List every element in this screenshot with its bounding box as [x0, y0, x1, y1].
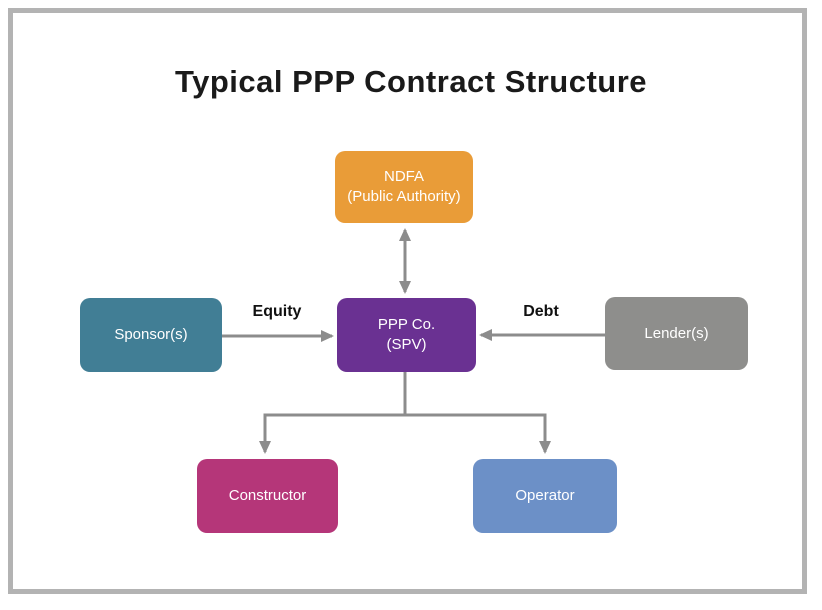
node-lender: Lender(s): [605, 297, 748, 370]
node-ppp-line1: PPP Co.: [377, 316, 436, 333]
node-ndfa-line1: NDFA: [383, 168, 424, 185]
node-lender-label: Lender(s): [644, 324, 709, 342]
node-operator-label: Operator: [515, 487, 575, 504]
node-operator: Operator: [473, 459, 617, 533]
debt-edge-label: Debt: [523, 303, 559, 320]
outer-border-frame: [8, 8, 807, 594]
diagram-title: Typical PPP Contract Structure: [174, 64, 648, 99]
node-sponsor-label: Sponsor(s): [114, 326, 188, 343]
node-ndfa: NDFA (Public Authority): [335, 151, 473, 223]
node-ndfa-line2: (Public Authority): [347, 188, 461, 205]
node-sponsor: Sponsor(s): [80, 298, 222, 372]
node-constructor: Constructor: [197, 459, 338, 533]
node-ppp-co-spv: PPP Co. (SPV): [337, 298, 476, 372]
equity-edge-label: Equity: [252, 303, 302, 320]
node-constructor-label: Constructor: [228, 487, 307, 504]
node-ppp-line2: (SPV): [386, 336, 427, 353]
